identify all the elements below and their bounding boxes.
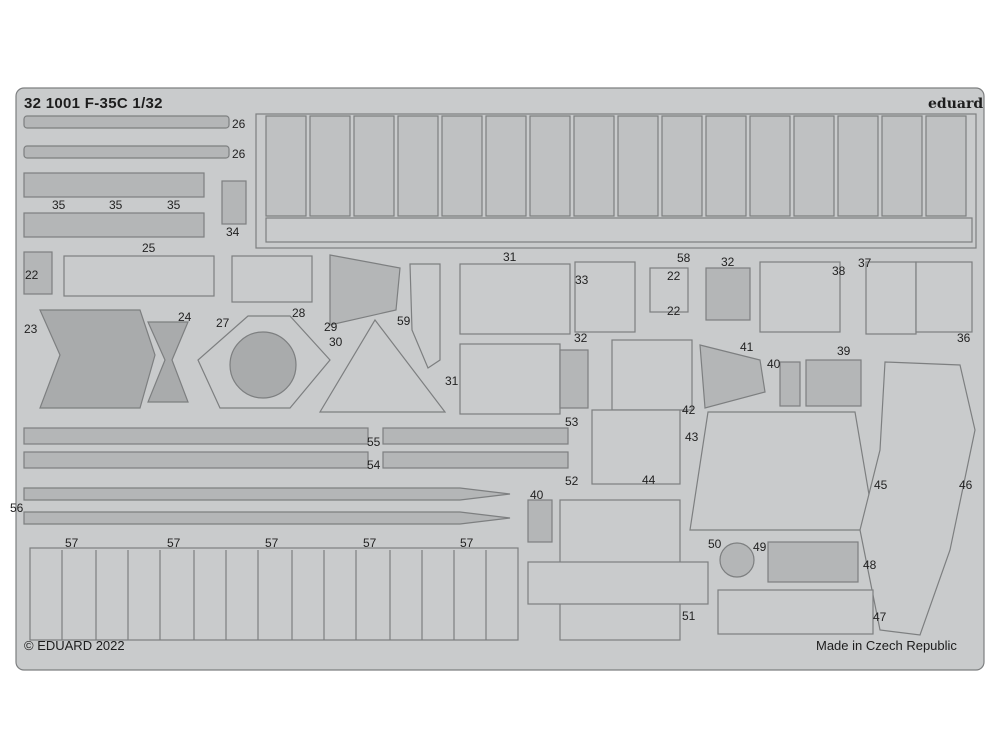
- part-label: 24: [178, 310, 192, 324]
- part-37: [865, 261, 917, 335]
- part-label: 22: [25, 268, 39, 282]
- part-label: 46: [959, 478, 973, 492]
- part-label: 57: [265, 536, 279, 550]
- part-label: 57: [167, 536, 181, 550]
- part-52: [382, 451, 569, 469]
- part-label: 26: [232, 147, 246, 161]
- part-54: [23, 451, 369, 469]
- part-26: [23, 145, 230, 159]
- brand-logo: eduard: [928, 96, 984, 112]
- part-56: [23, 511, 511, 525]
- part-label: 40: [530, 488, 544, 502]
- part-label: 48: [863, 558, 877, 572]
- part-label: 35: [109, 198, 123, 212]
- part-39: [805, 359, 862, 407]
- part-label: 49: [753, 540, 767, 554]
- part-label: 31: [445, 374, 459, 388]
- part-49-48: [767, 541, 859, 583]
- part-label: 55: [367, 435, 381, 449]
- part-56: [23, 487, 511, 501]
- part-label: 47: [873, 610, 887, 624]
- part-25: [63, 255, 215, 297]
- part-label: 54: [367, 458, 381, 472]
- part-label: 52: [565, 474, 579, 488]
- part-label: 26: [232, 117, 246, 131]
- part-30: [318, 318, 447, 413]
- part-57-row: [29, 547, 519, 641]
- part-label: 40: [767, 357, 781, 371]
- part-label: 43: [685, 430, 699, 444]
- part-label: 51: [682, 609, 696, 623]
- part-label: 36: [957, 331, 971, 345]
- part-26: [23, 115, 230, 129]
- part-label: 34: [226, 225, 240, 239]
- part-55: [23, 427, 369, 445]
- part-31: [459, 263, 571, 335]
- part-label: 56: [10, 501, 24, 515]
- part-label: 57: [65, 536, 79, 550]
- part-44: [591, 409, 681, 485]
- part-label: 39: [837, 344, 851, 358]
- part-label: 25: [142, 241, 156, 255]
- part-label: 23: [24, 322, 38, 336]
- part-label: 53: [565, 415, 579, 429]
- part-label: 50: [708, 537, 722, 551]
- part-36: [915, 261, 973, 333]
- part-label: 38: [832, 264, 846, 278]
- part-label: 33: [575, 273, 589, 287]
- part-47: [717, 589, 874, 635]
- part-35: [23, 172, 205, 198]
- part-40: [779, 361, 801, 407]
- origin-note: Made in Czech Republic: [816, 638, 957, 653]
- part-label: 28: [292, 306, 306, 320]
- part-label: 31: [503, 250, 517, 264]
- part-45-46: [859, 361, 976, 636]
- part-40: [527, 499, 553, 543]
- part-label: 37: [858, 256, 872, 270]
- part-label: 35: [167, 198, 181, 212]
- part-41: [699, 344, 766, 409]
- part-label: 27: [216, 316, 230, 330]
- part-label: 57: [460, 536, 474, 550]
- part-label: 22: [667, 304, 681, 318]
- part-53: [382, 427, 569, 445]
- part-43: [689, 411, 876, 531]
- part-24: [147, 321, 189, 403]
- part-59: [409, 263, 441, 369]
- part-38: [759, 261, 841, 333]
- part-label: 59: [397, 314, 411, 328]
- fret-title: 32 1001 F-35C 1/32: [24, 95, 163, 112]
- part-33: [574, 261, 636, 333]
- part-label: 35: [52, 198, 66, 212]
- part-50: [719, 542, 755, 578]
- part-label: 42: [682, 403, 696, 417]
- part-34: [221, 180, 247, 225]
- part-28: [231, 255, 313, 303]
- part-42: [611, 339, 693, 411]
- part-35: [23, 212, 205, 238]
- part-label: 29: [324, 320, 338, 334]
- part-label: 32: [721, 255, 735, 269]
- part-22: [23, 251, 53, 295]
- part-label: 32: [574, 331, 588, 345]
- part-label: 45: [874, 478, 888, 492]
- part-label: 22: [667, 269, 681, 283]
- part-31: [459, 343, 561, 415]
- part-label: 41: [740, 340, 754, 354]
- part-32: [559, 349, 589, 409]
- part-label: 57: [363, 536, 377, 550]
- part-29: [329, 254, 401, 326]
- part-58: [649, 267, 689, 313]
- part-23: [39, 309, 156, 409]
- part-32: [705, 267, 751, 321]
- part-label: 58: [677, 251, 691, 265]
- copyright: © EDUARD 2022: [24, 638, 125, 653]
- part-label: 44: [642, 473, 656, 487]
- part-label: 30: [329, 335, 343, 349]
